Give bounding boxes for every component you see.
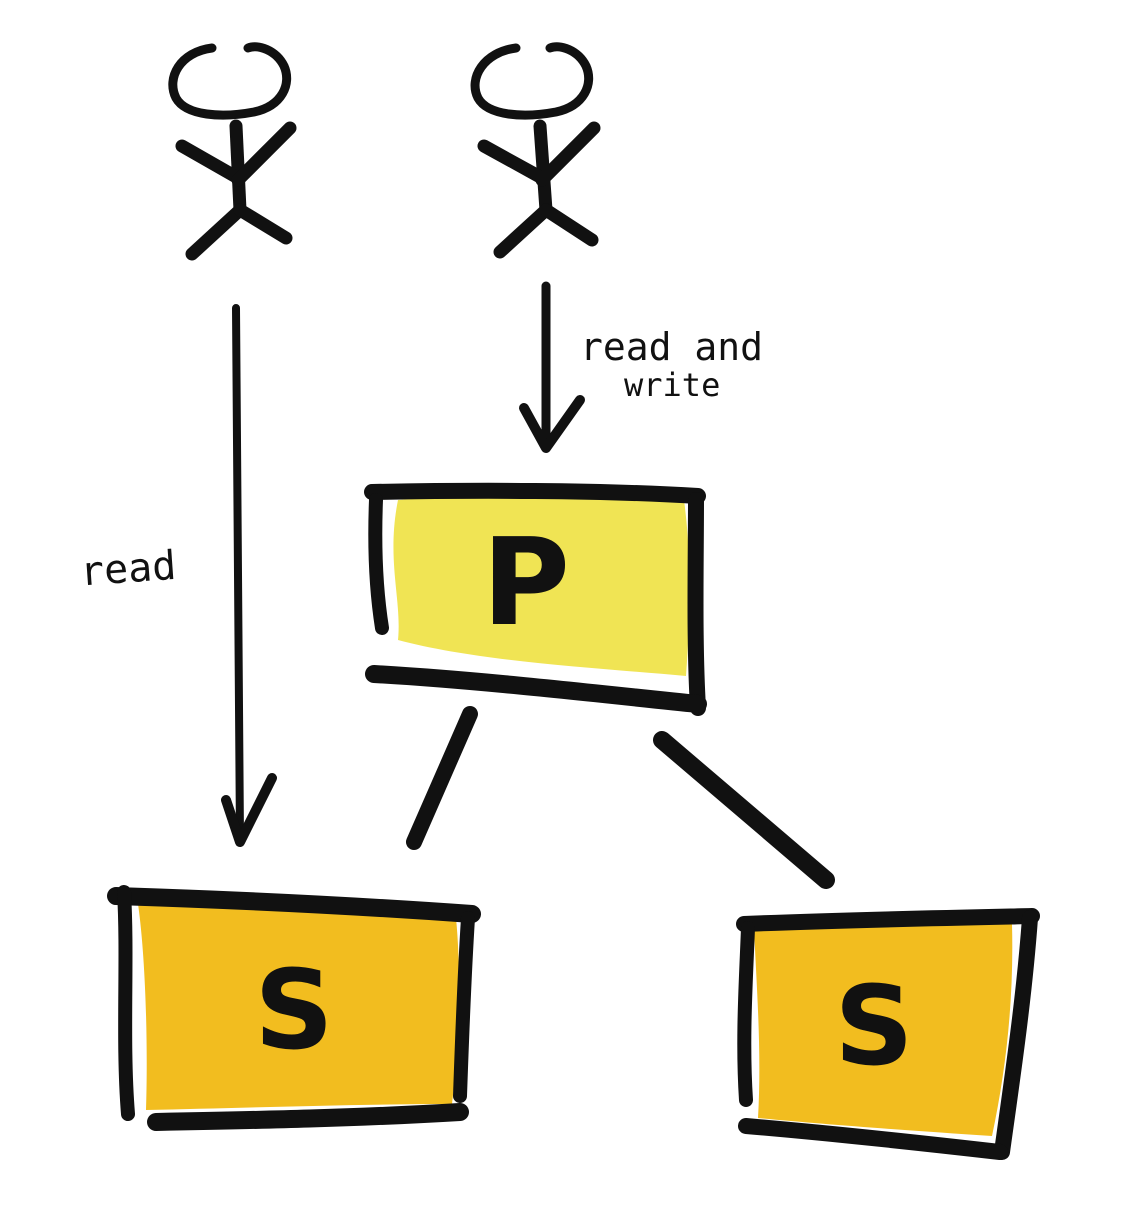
edge-read: read (78, 304, 277, 847)
primary-node-border-bottom (365, 665, 707, 713)
reader-actor-leg-right (233, 203, 293, 245)
writer-actor-leg-right (539, 203, 599, 247)
reader-actor-arm-right (231, 121, 297, 187)
primary-node-border-right (687, 492, 706, 716)
edge-read-write-label-line1: read and (580, 325, 763, 369)
edge-read-write: read and write (519, 281, 763, 453)
link-primary-secondary-left (406, 706, 478, 850)
secondary-node-left-border-left (117, 885, 135, 1121)
writer-actor-head (470, 42, 594, 120)
secondary-node-left-fill (138, 904, 459, 1110)
primary-node-fill (393, 496, 690, 676)
primary-node: P (364, 482, 707, 716)
writer-actor (470, 42, 601, 259)
primary-node-border-left (368, 493, 389, 635)
writer-actor-body (533, 119, 553, 217)
edge-read-write-arrowhead (519, 395, 585, 453)
reader-actor-head (168, 42, 292, 120)
secondary-node-right-fill (754, 921, 1013, 1136)
reader-actor-leg-left (185, 203, 247, 261)
writer-actor-arm-left (477, 139, 549, 185)
edge-read-arrowhead (221, 773, 277, 847)
secondary-node-left-border-bottom (147, 1103, 469, 1131)
writer-actor-arm-right (535, 121, 601, 187)
edge-read-shaft (232, 304, 244, 844)
edge-read-label: read (78, 543, 177, 596)
secondary-node-left: S (107, 885, 481, 1131)
secondary-node-left-border-right (453, 911, 475, 1103)
reader-actor (168, 42, 297, 261)
secondary-node-left-border-top (107, 887, 481, 923)
reader-actor-body (229, 119, 247, 217)
link-primary-secondary-right (653, 731, 835, 889)
secondary-node-right-border-bottom (738, 1118, 1008, 1160)
primary-node-label: P (482, 514, 570, 653)
edge-read-write-label-line2: write (624, 366, 720, 404)
primary-node-border-top (364, 482, 706, 504)
secondary-node-right-border-top (736, 908, 1040, 932)
reader-actor-arm-left (175, 139, 245, 185)
secondary-node-right-label: S (834, 962, 913, 1090)
secondary-node-right: S (736, 908, 1040, 1160)
secondary-node-left-label: S (254, 946, 333, 1074)
secondary-node-right-border-left (737, 921, 755, 1107)
writer-actor-leg-left (493, 203, 553, 259)
secondary-node-right-border-right (994, 910, 1038, 1160)
